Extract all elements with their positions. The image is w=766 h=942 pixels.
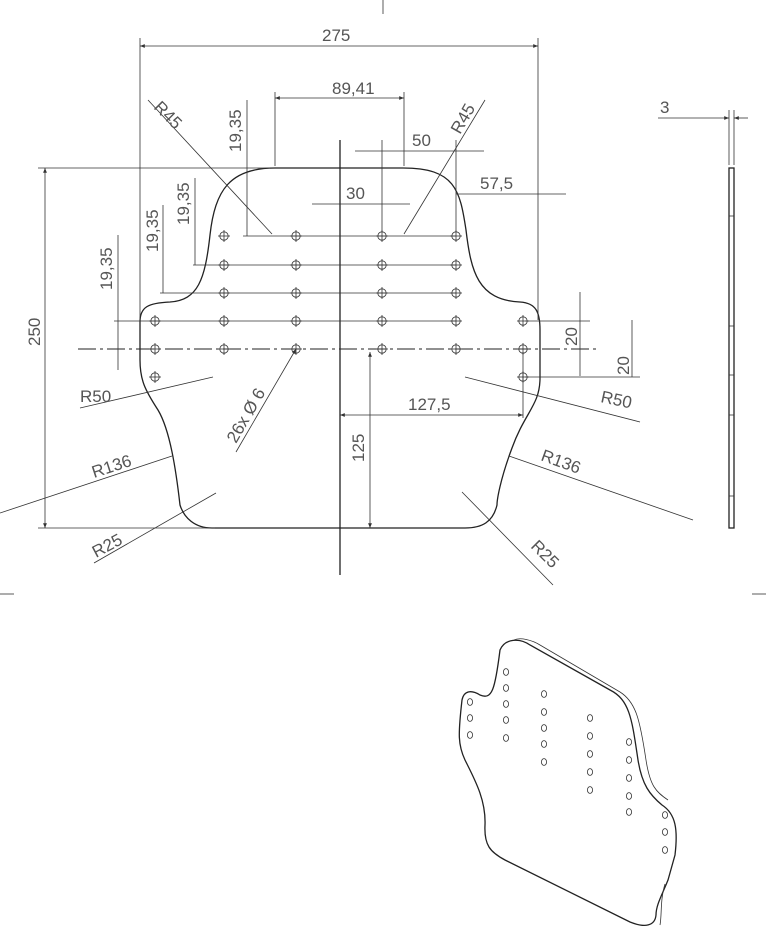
dim-19-35-a: 19,35 xyxy=(226,109,245,152)
hole-grid xyxy=(149,230,529,383)
dim-19-35-c: 19,35 xyxy=(143,209,162,252)
dim-89-label: 89,41 xyxy=(332,79,375,98)
dim-20-lower: 20 xyxy=(614,356,633,375)
dim-20-upper: 20 xyxy=(562,327,581,346)
dim-overall-width: 275 xyxy=(139,26,539,320)
hole-row-lines xyxy=(114,235,456,322)
dim-vertical-pitches: 19,35 19,35 19,35 19,35 xyxy=(97,100,248,370)
iso-hole xyxy=(502,684,509,692)
iso-hole xyxy=(502,716,509,724)
iso-hole xyxy=(587,714,594,722)
iso-hole xyxy=(662,828,669,836)
dim-hole-spacing-50: 50 xyxy=(355,131,484,232)
iso-hole xyxy=(626,774,633,782)
iso-hole xyxy=(587,786,594,794)
radius-bottom-left: R25 xyxy=(89,530,125,561)
iso-hole xyxy=(626,738,633,746)
iso-hole xyxy=(466,714,473,722)
iso-hole xyxy=(502,734,509,742)
plate-outline xyxy=(139,167,541,529)
iso-hole xyxy=(662,846,669,854)
dim-125-label: 125 xyxy=(349,434,368,462)
iso-hole xyxy=(502,668,509,676)
dim-50-label: 50 xyxy=(412,131,431,150)
iso-hole xyxy=(502,700,509,708)
iso-hole xyxy=(626,756,633,764)
iso-hole xyxy=(541,708,548,716)
side-view: 3 xyxy=(658,98,748,529)
dim-offset-57: 57,5 xyxy=(456,174,566,195)
dim-30-label: 30 xyxy=(346,184,365,203)
hole-callout-label: 26x Ø 6 xyxy=(223,385,269,446)
dim-top-slot: 89,41 xyxy=(274,79,405,166)
iso-hole xyxy=(662,811,669,819)
dim-thickness-label: 3 xyxy=(660,98,669,117)
dim-overall-height: 250 xyxy=(25,167,270,529)
iso-hole xyxy=(587,732,594,740)
iso-hole xyxy=(587,768,594,776)
iso-hole xyxy=(626,808,633,816)
dim-19-35-b: 19,35 xyxy=(174,182,193,225)
dim-half-height: 125 xyxy=(349,352,372,528)
dim-127-label: 127,5 xyxy=(408,395,451,414)
dim-19-35-d: 19,35 xyxy=(97,247,116,290)
dim-57-label: 57,5 xyxy=(480,174,513,193)
radius-top-left: R45 xyxy=(150,97,185,132)
radius-waist-right: R136 xyxy=(539,446,584,478)
dim-250-label: 250 xyxy=(25,318,44,346)
radius-bottom-right: R25 xyxy=(527,536,562,571)
isometric-view xyxy=(458,638,677,926)
callout-holes: 26x Ø 6 xyxy=(223,348,297,453)
sheet-border-ticks xyxy=(0,0,766,595)
radius-waist-left: R136 xyxy=(89,451,134,482)
iso-hole xyxy=(541,690,548,698)
dim-side-holes: 20 20 xyxy=(525,292,640,378)
iso-hole xyxy=(626,792,633,800)
iso-hole xyxy=(466,698,473,706)
dim-275-label: 275 xyxy=(322,26,350,45)
iso-hole xyxy=(541,724,548,732)
radius-leaders: R45 R45 R50 R50 R136 R136 R25 R25 xyxy=(0,97,694,586)
iso-hole xyxy=(541,758,548,766)
radius-mid-right: R50 xyxy=(599,387,633,412)
radius-top-right: R45 xyxy=(447,100,479,137)
radius-mid-left: R50 xyxy=(80,387,111,406)
dim-hole-spacing-30: 30 xyxy=(312,184,410,205)
iso-hole xyxy=(587,750,594,758)
iso-hole xyxy=(541,740,548,748)
iso-hole xyxy=(466,731,473,739)
